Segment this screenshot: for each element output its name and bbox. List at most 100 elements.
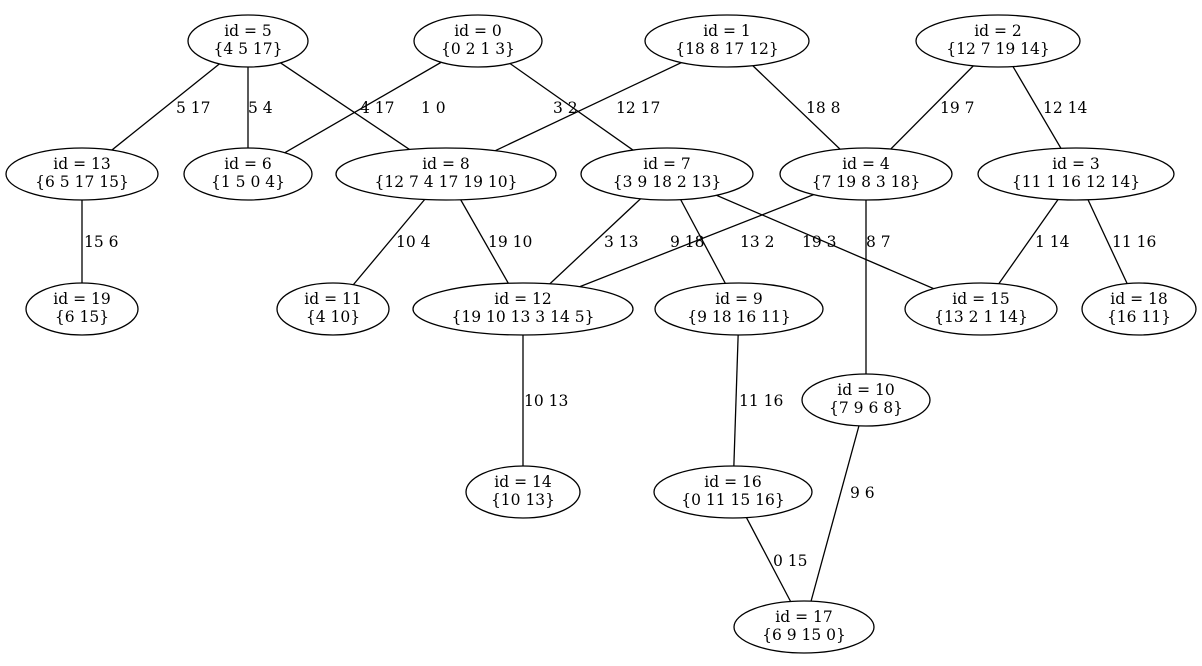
edge-label: 18 8 [806, 99, 841, 117]
edge-label: 19 10 [488, 233, 532, 251]
node-ellipse [413, 14, 543, 68]
node-ellipse [644, 14, 810, 68]
node-ellipse [653, 465, 813, 519]
node-id-label: id = 16 [704, 473, 761, 491]
node-ellipse [25, 282, 139, 336]
node-id-label: id = 11 [304, 290, 361, 308]
node-set-label: {10 13} [491, 491, 555, 509]
node-id-label: id = 4 [842, 155, 890, 173]
edge-label: 3 2 [553, 99, 578, 117]
node-n6: id = 6{1 5 0 4} [183, 147, 313, 201]
node-id-label: id = 8 [422, 155, 470, 173]
edge-label: 12 14 [1043, 99, 1088, 117]
node-n4: id = 4{7 19 8 3 18} [779, 147, 953, 201]
node-id-label: id = 0 [454, 22, 502, 40]
node-id-label: id = 10 [837, 381, 894, 399]
edge-label: 13 2 [740, 233, 775, 251]
node-ellipse [654, 282, 824, 336]
node-set-label: {6 5 17 15} [35, 173, 129, 191]
edge-n7-n15 [666, 173, 982, 310]
edge-n9-n16 [732, 308, 740, 493]
node-n3: id = 3{11 1 16 12 14} [977, 147, 1175, 201]
edge-label: 5 4 [248, 99, 273, 117]
node-set-label: {1 5 0 4} [211, 173, 285, 191]
node-ellipse [412, 282, 634, 336]
node-n13: id = 13{6 5 17 15} [5, 147, 159, 201]
node-id-label: id = 9 [715, 290, 763, 308]
node-ellipse [1081, 282, 1197, 336]
node-ellipse [183, 147, 313, 201]
node-set-label: {4 10} [306, 308, 360, 326]
node-id-label: id = 5 [224, 22, 272, 40]
node-ellipse [580, 147, 754, 201]
node-set-label: {12 7 19 14} [946, 40, 1050, 58]
edge-label: 3 13 [604, 233, 639, 251]
node-id-label: id = 2 [974, 22, 1022, 40]
node-id-label: id = 1 [703, 22, 751, 40]
node-n2: id = 2{12 7 19 14} [915, 14, 1081, 68]
node-n19: id = 19{6 15} [25, 282, 139, 336]
node-id-label: id = 14 [494, 473, 552, 491]
node-set-label: {13 2 1 14} [934, 308, 1028, 326]
edge-label: 19 3 [802, 233, 837, 251]
edge-label: 19 7 [940, 99, 975, 117]
edge-label: 12 17 [616, 99, 660, 117]
node-n17: id = 17{6 9 15 0} [733, 600, 875, 654]
edge-label: 9 18 [670, 233, 705, 251]
node-set-label: {6 15} [55, 308, 109, 326]
node-n7: id = 7{3 9 18 2 13} [580, 147, 754, 201]
node-n16: id = 16{0 11 15 16} [653, 465, 813, 519]
node-ellipse [904, 282, 1058, 336]
node-n10: id = 10{7 9 6 8} [801, 373, 931, 427]
edge-label: 0 15 [773, 552, 808, 570]
node-n12: id = 12{19 10 13 3 14 5} [412, 282, 634, 336]
node-set-label: {7 9 6 8} [829, 399, 903, 417]
node-id-label: id = 6 [224, 155, 272, 173]
node-id-label: id = 17 [775, 608, 832, 626]
node-ellipse [733, 600, 875, 654]
node-ellipse [801, 373, 931, 427]
node-ellipse [977, 147, 1175, 201]
edge-n0-n6 [247, 40, 479, 175]
node-id-label: id = 7 [643, 155, 691, 173]
node-set-label: {9 18 16 11} [687, 308, 791, 326]
node-set-label: {18 8 17 12} [675, 40, 779, 58]
edge-label: 11 16 [1112, 233, 1156, 251]
node-id-label: id = 3 [1052, 155, 1100, 173]
node-set-label: {3 9 18 2 13} [613, 173, 721, 191]
node-set-label: {12 7 4 17 19 10} [375, 173, 518, 191]
node-id-label: id = 18 [1110, 290, 1167, 308]
node-n0: id = 0{0 2 1 3} [413, 14, 543, 68]
node-set-label: {4 5 17} [213, 40, 282, 58]
node-ellipse [915, 14, 1081, 68]
node-id-label: id = 19 [53, 290, 110, 308]
edge-label: 10 4 [396, 233, 431, 251]
edge-n10-n17 [803, 399, 867, 628]
node-n18: id = 18{16 11} [1081, 282, 1197, 336]
node-set-label: {6 9 15 0} [762, 626, 846, 644]
node-n5: id = 5{4 5 17} [187, 14, 309, 68]
node-ellipse [465, 465, 581, 519]
node-n8: id = 8{12 7 4 17 19 10} [335, 147, 557, 201]
node-ellipse [5, 147, 159, 201]
edge-label: 4 17 [360, 99, 395, 117]
node-n15: id = 15{13 2 1 14} [904, 282, 1058, 336]
edge-label: 11 16 [739, 392, 783, 410]
node-set-label: {19 10 13 3 14 5} [452, 308, 595, 326]
node-set-label: {0 2 1 3} [441, 40, 515, 58]
node-id-label: id = 13 [53, 155, 110, 173]
node-id-label: id = 12 [494, 290, 551, 308]
edge-label: 8 7 [866, 233, 891, 251]
edge-label: 1 0 [421, 99, 446, 117]
node-ellipse [276, 282, 390, 336]
nodes-layer: id = 5{4 5 17} id = 0{0 2 1 3} id = 1{18 8… [5, 14, 1197, 654]
node-n9: id = 9{9 18 16 11} [654, 282, 824, 336]
edge-label: 10 13 [524, 392, 568, 410]
node-n11: id = 11{4 10} [276, 282, 390, 336]
node-n14: id = 14{10 13} [465, 465, 581, 519]
edge-label: 5 17 [176, 99, 211, 117]
node-set-label: {11 1 16 12 14} [1012, 173, 1140, 191]
node-set-label: {7 19 8 3 18} [812, 173, 920, 191]
